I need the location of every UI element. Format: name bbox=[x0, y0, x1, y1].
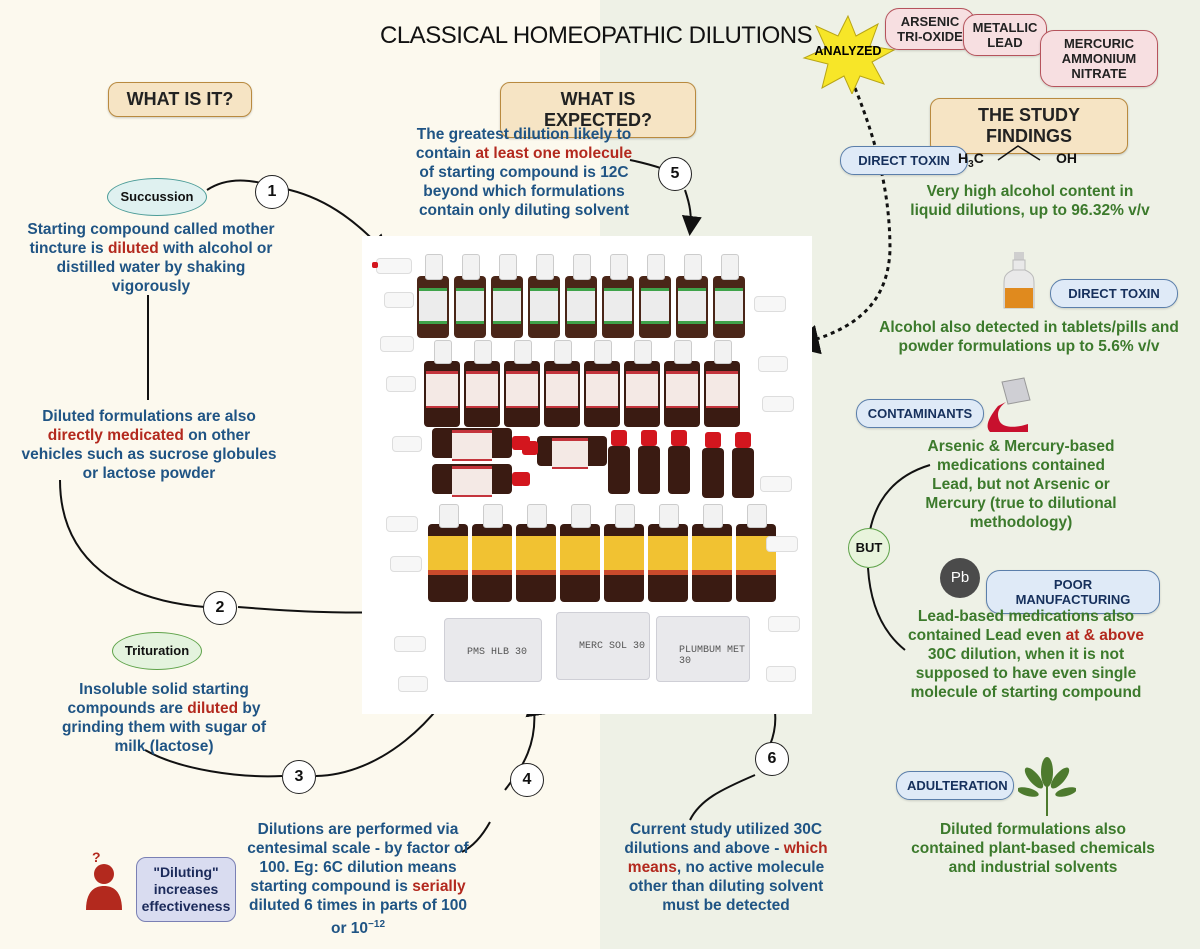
powder-bag-2: MERC SOL 30 bbox=[556, 612, 650, 680]
page-title: CLASSICAL HOMEOPATHIC DILUTIONS bbox=[380, 22, 813, 49]
medicated-description: Diluted formulations are also directly m… bbox=[21, 408, 277, 482]
dotted-arrow-analyzed bbox=[789, 87, 892, 355]
arrow-step-1 bbox=[206, 179, 388, 255]
liquor-bottle-icon bbox=[1003, 252, 1035, 309]
succussion-description: Starting compound called mother tincture… bbox=[27, 221, 275, 295]
trituration-label: Trituration bbox=[112, 632, 202, 670]
analyzed-star-icon bbox=[802, 14, 896, 94]
ethanol-formula: H3C bbox=[958, 150, 984, 170]
poor-manufacturing-text: Lead-based medications also contained Le… bbox=[907, 608, 1145, 701]
direct-toxin-badge-1: DIRECT TOXIN bbox=[840, 146, 968, 175]
compound-mercuric-ammonium-nitrate: MERCURIC AMMONIUM NITRATE bbox=[1040, 30, 1158, 87]
analyzed-label: ANALYZED bbox=[814, 44, 882, 58]
step-number-4: 4 bbox=[510, 763, 544, 797]
paint-pour-icon bbox=[987, 377, 1031, 432]
step-number-3: 3 bbox=[282, 760, 316, 794]
step-number-2: 2 bbox=[203, 591, 237, 625]
diluting-effectiveness-box: "Diluting" increases effectiveness bbox=[136, 857, 236, 922]
trituration-description: Insoluble solid starting compounds are d… bbox=[61, 681, 267, 755]
succussion-label: Succussion bbox=[107, 178, 207, 216]
step-number-5: 5 bbox=[658, 157, 692, 191]
direct-toxin-2-text: Alcohol also detected in tablets/pills a… bbox=[879, 319, 1179, 355]
leaf-icon bbox=[1018, 757, 1076, 816]
question-mark-icon: ? bbox=[92, 849, 101, 865]
expected-description: The greatest dilution likely to contain … bbox=[415, 126, 633, 219]
step-number-6: 6 bbox=[755, 742, 789, 776]
adulteration-text: Diluted formulations also contained plan… bbox=[911, 821, 1155, 876]
contaminants-badge: CONTAMINANTS bbox=[856, 399, 984, 428]
compound-arsenic-trioxide: ARSENIC TRI-OXIDE bbox=[885, 8, 975, 50]
step-number-1: 1 bbox=[255, 175, 289, 209]
current-study-description: Current study utilized 30C dilutions and… bbox=[624, 821, 828, 914]
compound-metallic-lead: METALLIC LEAD bbox=[963, 14, 1047, 56]
ethanol-oh: OH bbox=[1056, 150, 1077, 166]
ethanol-bond-icon bbox=[997, 145, 1041, 161]
poor-manufacturing-badge: POOR MANUFACTURING bbox=[986, 570, 1160, 614]
contaminants-text: Arsenic & Mercury-based medications cont… bbox=[925, 438, 1117, 531]
header-what-is-it: WHAT IS IT? bbox=[108, 82, 252, 117]
powder-bag-1: PMS HLB 30 bbox=[444, 618, 542, 682]
but-label: BUT bbox=[848, 528, 890, 568]
header-what-is-expected: WHAT IS EXPECTED? bbox=[500, 82, 696, 138]
direct-toxin-1-text: Very high alcohol content in liquid dilu… bbox=[910, 183, 1150, 219]
adulteration-badge: ADULTERATION bbox=[896, 771, 1014, 800]
direct-toxin-badge-2: DIRECT TOXIN bbox=[1050, 279, 1178, 308]
header-study-findings: THE STUDY FINDINGS bbox=[930, 98, 1128, 154]
centesimal-description: Dilutions are performed via centesimal s… bbox=[247, 821, 469, 938]
person-icon bbox=[86, 864, 122, 910]
powder-bag-3: PLUMBUM MET 30 bbox=[656, 616, 750, 682]
arrow-step-5 bbox=[681, 189, 702, 236]
bottles-photo: PMS HLB 30 MERC SOL 30 PLUMBUM MET 30 bbox=[362, 236, 812, 714]
lead-element-icon: Pb bbox=[940, 558, 980, 598]
